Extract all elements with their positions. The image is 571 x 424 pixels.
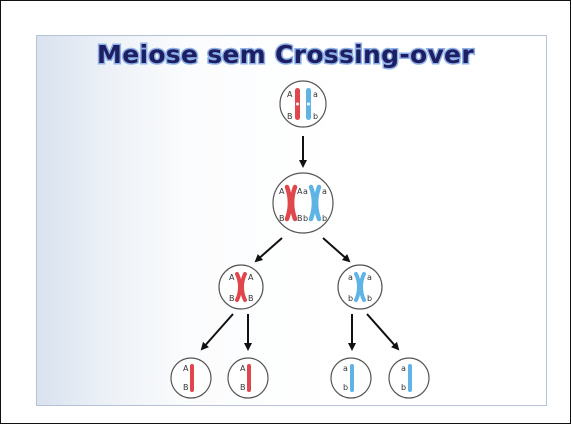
- cell-meiosis1-left: A A B B: [218, 264, 264, 310]
- cell-gamete-2: A B: [227, 357, 269, 399]
- svg-text:b: b: [322, 214, 327, 223]
- arrow-duplicated-to-right: [322, 237, 351, 263]
- svg-text:A: A: [279, 187, 285, 196]
- cell-meiosis1-right: a a b b: [337, 264, 383, 310]
- svg-text:B: B: [248, 294, 254, 303]
- svg-text:B: B: [279, 214, 285, 223]
- svg-text:b: b: [367, 294, 372, 303]
- svg-text:b: b: [343, 383, 348, 392]
- svg-text:B: B: [240, 383, 246, 392]
- arrow-right-to-gamete-4: [366, 313, 400, 351]
- svg-text:B: B: [229, 294, 235, 303]
- svg-text:B: B: [183, 383, 189, 392]
- cell-duplicated: A A B B a a b b: [272, 172, 334, 234]
- arrow-duplicated-to-left: [254, 237, 283, 263]
- cell-parent: A B a b: [279, 80, 327, 128]
- svg-text:A: A: [248, 273, 254, 282]
- svg-text:a: a: [303, 187, 308, 196]
- slide-title: Meiose sem Crossing-over: [96, 39, 476, 71]
- svg-text:b: b: [348, 294, 353, 303]
- cell-gamete-1: A B: [170, 357, 212, 399]
- svg-text:a: a: [343, 364, 348, 373]
- svg-text:a: a: [348, 273, 353, 282]
- svg-text:b: b: [401, 383, 406, 392]
- svg-text:b: b: [303, 214, 308, 223]
- arrow-left-to-gamete-1: [200, 313, 234, 351]
- svg-text:a: a: [322, 187, 327, 196]
- svg-text:a: a: [367, 273, 372, 282]
- svg-text:a: a: [401, 364, 406, 373]
- svg-text:b: b: [313, 112, 318, 121]
- svg-text:A: A: [297, 187, 303, 196]
- svg-text:B: B: [297, 214, 303, 223]
- svg-text:A: A: [287, 90, 293, 99]
- cell-gamete-3: a b: [330, 357, 372, 399]
- svg-text:A: A: [240, 364, 246, 373]
- cell-gamete-4: a b: [388, 357, 430, 399]
- svg-text:B: B: [287, 112, 293, 121]
- svg-text:A: A: [183, 364, 189, 373]
- svg-text:a: a: [313, 90, 318, 99]
- svg-text:A: A: [229, 273, 235, 282]
